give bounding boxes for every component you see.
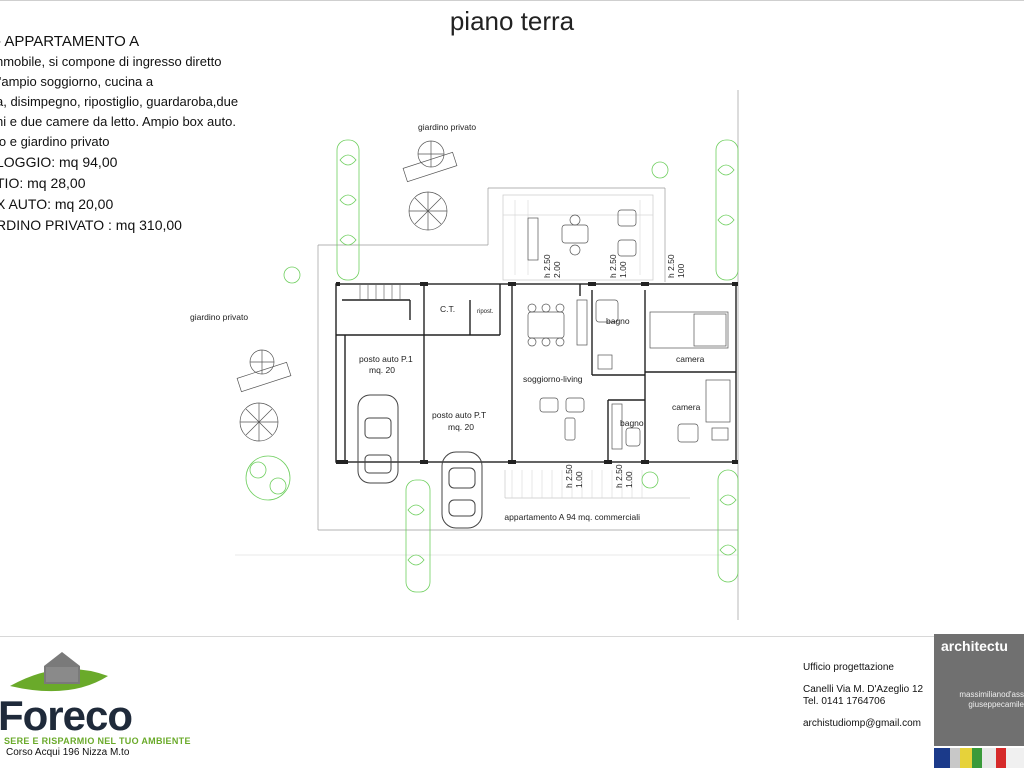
description-line: l'ampio soggiorno, cucina a [0,74,154,89]
studio-names: massimilianod'ass giuseppecamile [959,690,1024,710]
height-note: 100 [676,264,686,278]
apartment-description: ‑ APPARTAMENTO A nmobile, si compone di … [0,32,238,236]
bathroom-2-label: bagno [620,418,644,428]
swatch [972,748,982,768]
studio-box: architectu massimilianod'ass giuseppecam… [934,634,1024,746]
height-note: h 2.50 [608,254,618,278]
apartment-heading: ‑ APPARTAMENTO A [0,33,140,50]
office-email: archistudiomp@gmail.com [803,718,921,729]
brand-tagline: SERE E RISPARMIO NEL TUO AMBIENTE [4,736,191,746]
bedroom-1-label: camera [676,354,705,364]
garden-top-label: giardino privato [418,122,476,132]
office-address: Canelli Via M. D'Azeglio 12 [803,684,924,695]
area-line: TIO: mq 28,00 [0,175,86,191]
page-title: piano terra [449,6,575,36]
bathroom-1-label: bagno [606,316,630,326]
height-note: 2.00 [552,261,562,278]
swatch [950,748,960,768]
office-phone: Tel. 0141 1764706 [803,696,886,707]
color-swatches [934,748,1024,768]
swatch [960,748,972,768]
swatch [982,748,996,768]
top-rule [0,0,1024,1]
height-note: 1.00 [574,471,584,488]
description-line: io e giardino privato [0,134,110,149]
garage-1-area: mq. 20 [369,365,395,375]
description-line: ni e due camere da letto. Ampio box auto… [0,114,236,129]
ct-label: C.T. [440,304,455,314]
area-line: RDINO PRIVATO : mq 310,00 [0,217,182,233]
area-line: X AUTO: mq 20,00 [0,196,114,212]
description-line: a, disimpegno, ripostiglio, guardaroba,d… [0,94,239,109]
garage-1-label: posto auto P.1 [359,354,413,364]
garage-t-area: mq. 20 [448,422,474,432]
swatch [934,748,950,768]
footer-rule [0,636,1024,637]
height-note: h 2.50 [666,254,676,278]
height-note: 1.00 [618,261,628,278]
garden-left-label: giardino privato [190,312,248,322]
height-note: 1.00 [624,471,634,488]
bedroom-2-label: camera [672,402,701,412]
ripost-label: ripost. [477,309,494,315]
height-note: h 2.50 [614,464,624,488]
house-leaf-icon [10,652,108,692]
area-line: LOGGIO: mq 94,00 [0,154,118,170]
swatch [1006,748,1024,768]
plan-caption: appartamento A 94 mq. commerciali [504,512,640,522]
office-title: Ufficio progettazione [803,662,894,673]
height-note: h 2.50 [564,464,574,488]
office-info: Ufficio progettazione Canelli Via M. D'A… [803,662,923,730]
swatch [996,748,1006,768]
studio-name-2: giuseppecamile [968,700,1024,709]
brand-address: Corso Acqui 196 Nizza M.to [6,747,130,758]
description-line: nmobile, si compone di ingresso diretto [0,54,222,69]
studio-brand: architectu [941,638,1008,654]
height-note: h 2.50 [542,254,552,278]
garage-t-label: posto auto P.T [432,410,486,420]
floor-plan: giardino privato giardino privato C.T. r… [190,90,739,620]
living-label: soggiorno-living [523,374,583,384]
brand-name: Foreco [0,692,133,739]
studio-name-1: massimilianod'ass [959,690,1024,699]
